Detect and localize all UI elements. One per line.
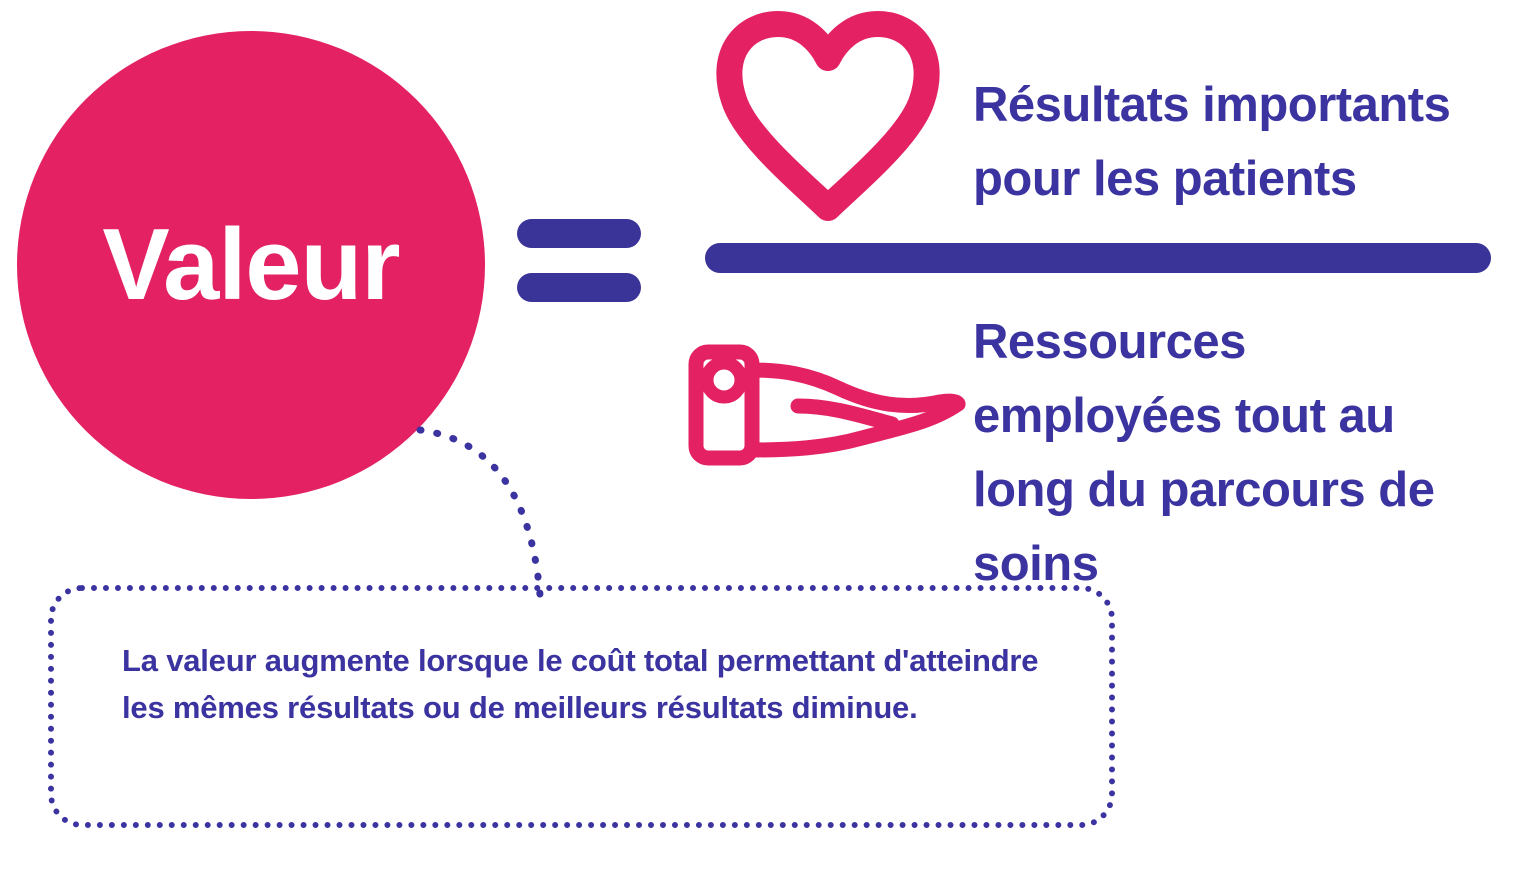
value-circle: Valeur — [17, 31, 485, 499]
equals-bar-bottom — [517, 273, 641, 302]
resources-label: Ressources employées tout au long du par… — [973, 315, 1435, 591]
equals-bar-top — [517, 219, 641, 248]
connector-curve — [400, 420, 600, 600]
callout-text: La valeur augmente lorsque le coût total… — [122, 643, 1039, 725]
heart-icon — [712, 8, 944, 224]
outcomes-label: Résultats importants pour les patients — [973, 78, 1451, 206]
callout-box: La valeur augmente lorsque le coût total… — [48, 585, 1115, 828]
equals-sign-icon — [517, 219, 641, 302]
value-circle-label: Valeur — [102, 208, 400, 321]
hand-holding-icon — [686, 344, 972, 466]
fraction-divider-bar — [705, 243, 1491, 273]
